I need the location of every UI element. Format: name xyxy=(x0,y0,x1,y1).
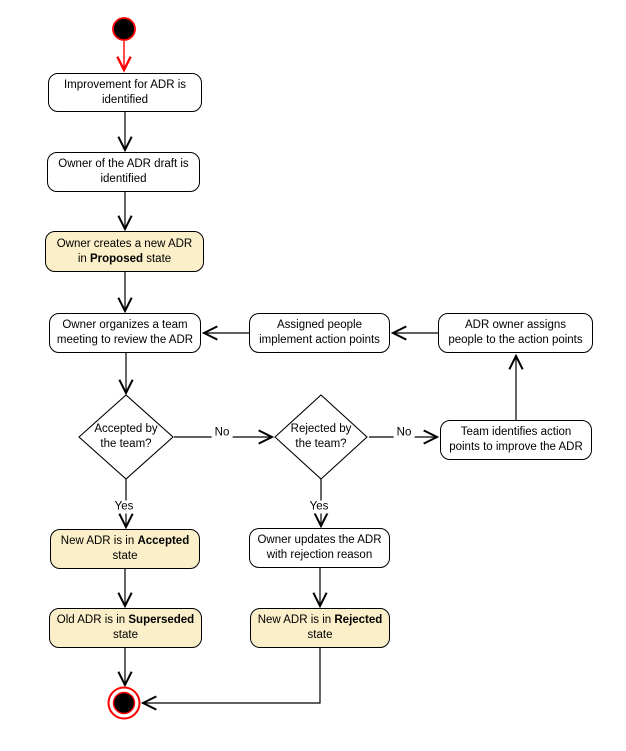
start-node xyxy=(112,17,136,41)
node-accepted-state: New ADR is in Accepted state xyxy=(50,529,200,569)
decision-rejected-label: Rejected by the team? xyxy=(290,423,352,450)
end-node xyxy=(112,691,136,715)
edge-label-yes-rejected: Yes xyxy=(306,500,332,514)
node-owner-identified: Owner of the ADR draft is identified xyxy=(47,152,200,192)
decision-accepted-shape xyxy=(78,394,174,480)
node-assign-people: ADR owner assigns people to the action p… xyxy=(438,313,593,353)
decision-accepted-label: Accepted by the team? xyxy=(94,423,158,450)
node-create-proposed: Owner creates a new ADR in Proposed stat… xyxy=(45,231,204,272)
edge-rejected-state-to-end xyxy=(140,648,321,711)
decision-rejected-shape xyxy=(274,394,368,480)
node-rejected-state: New ADR is in Rejected state xyxy=(250,608,390,648)
node-review-meeting: Owner organizes a team meeting to review… xyxy=(49,313,201,353)
edge-label-no-accepted: No xyxy=(211,426,233,440)
node-implement-points: Assigned people implement action points xyxy=(249,313,390,353)
node-improvement-identified: Improvement for ADR is identified xyxy=(48,73,202,112)
node-update-rejection: Owner updates the ADR with rejection rea… xyxy=(249,528,390,568)
edge-label-yes-accepted: Yes xyxy=(111,500,137,514)
edge-label-no-rejected: No xyxy=(393,426,415,440)
node-superseded-state: Old ADR is in Superseded state xyxy=(49,608,202,648)
node-identify-points: Team identifies action points to improve… xyxy=(440,420,592,460)
end-node-ring xyxy=(107,686,141,720)
